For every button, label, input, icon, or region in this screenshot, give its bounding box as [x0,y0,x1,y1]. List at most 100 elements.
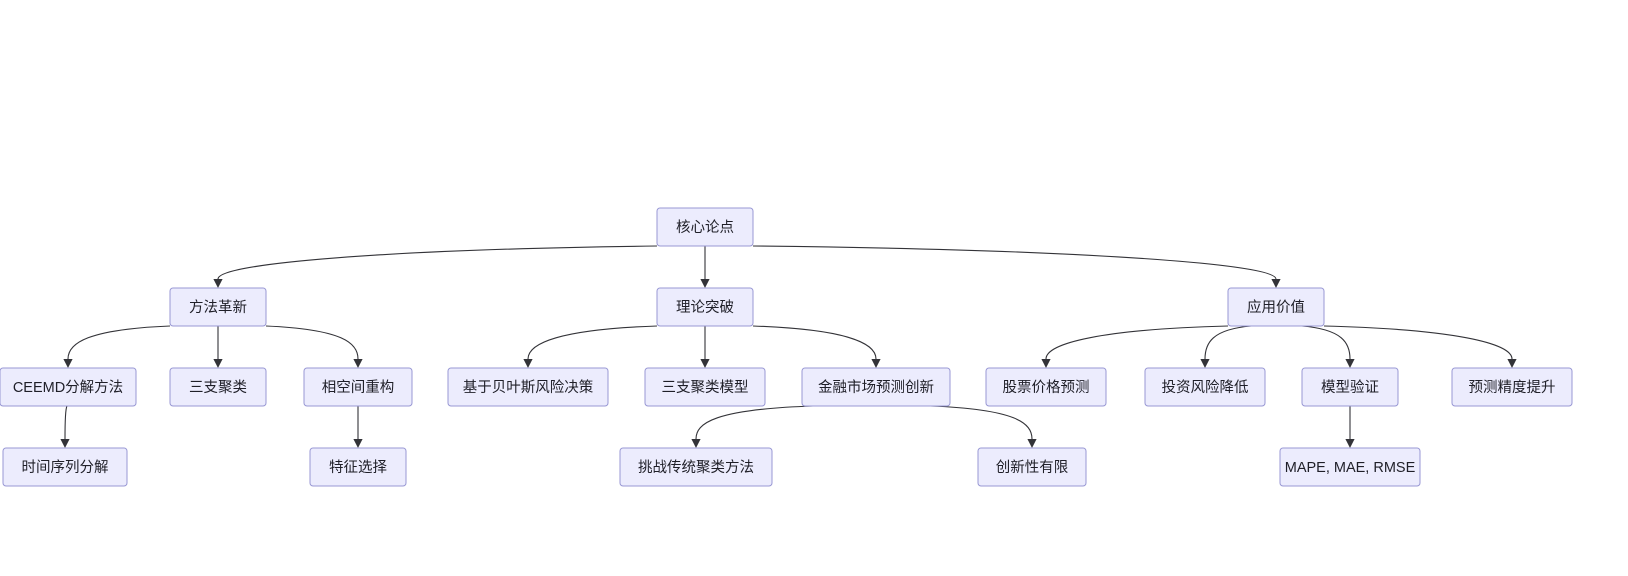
node-challenge[interactable]: 挑战传统聚类方法 [619,447,773,487]
edges-layer [60,245,1517,448]
edge-finance-to-limited [930,405,1037,448]
edge-arrowhead [1507,359,1517,368]
node-box[interactable] [0,367,137,407]
edge-arrowhead [353,359,363,368]
node-box[interactable] [1227,287,1325,327]
edge-line [1045,325,1229,360]
edge-arrowhead [691,439,701,448]
edge-line [527,325,658,360]
node-validate[interactable]: 模型验证 [1301,367,1399,407]
node-stock[interactable]: 股票价格预测 [985,367,1107,407]
node-ceemd[interactable]: CEEMD分解方法 [0,367,137,407]
edge-root-to-theory [700,246,710,288]
edge-ceemd-to-tsdecomp [60,405,70,448]
node-label: 特征选择 [329,459,387,476]
node-label: 相空间重构 [322,379,395,396]
edge-value-to-risk [1200,325,1252,368]
node-box[interactable] [1279,447,1421,487]
node-method[interactable]: 方法革新 [169,287,267,327]
node-metrics[interactable]: MAPE, MAE, RMSE [1279,447,1421,487]
edge-line [695,405,814,440]
node-box[interactable] [1301,367,1399,407]
edge-line [64,405,68,440]
node-value[interactable]: 应用价值 [1227,287,1325,327]
edge-arrowhead [1027,439,1037,448]
edge-arrowhead [871,359,881,368]
edge-line [752,325,877,360]
edge-line [752,245,1277,280]
edge-line [67,325,171,360]
node-label: 理论突破 [676,299,734,316]
node-label: 核心论点 [676,219,734,236]
node-box[interactable] [977,447,1087,487]
node-phase[interactable]: 相空间重构 [303,367,413,407]
node-accuracy[interactable]: 预测精度提升 [1451,367,1573,407]
node-box[interactable] [303,367,413,407]
node-finance[interactable]: 金融市场预测创新 [801,367,951,407]
edge-validate-to-metrics [1345,406,1355,448]
node-twmodel[interactable]: 三支聚类模型 [644,367,766,407]
edge-arrowhead [213,279,223,288]
edge-line [1204,325,1252,360]
edge-theory-to-finance [752,325,881,368]
node-box[interactable] [656,287,754,327]
edge-line [265,325,359,360]
node-label: 时间序列分解 [22,459,109,476]
node-label: 创新性有限 [996,459,1069,476]
edge-theory-to-bayes [523,325,658,368]
node-root[interactable]: 核心论点 [656,207,754,247]
node-threeway[interactable]: 三支聚类 [169,367,267,407]
node-limited[interactable]: 创新性有限 [977,447,1087,487]
edge-arrowhead [213,359,223,368]
node-label: CEEMD分解方法 [13,379,123,396]
node-tsdecomp[interactable]: 时间序列分解 [2,447,128,487]
node-label: 金融市场预测创新 [818,379,934,396]
edge-arrowhead [63,359,73,368]
node-box[interactable] [169,287,267,327]
edge-line [930,405,1033,440]
node-box[interactable] [309,447,407,487]
node-box[interactable] [447,367,609,407]
node-label: 股票价格预测 [1003,379,1090,396]
edge-value-to-stock [1041,325,1229,368]
node-label: 模型验证 [1321,379,1379,396]
node-box[interactable] [801,367,951,407]
node-label: 预测精度提升 [1469,379,1556,396]
edge-arrowhead [1271,279,1281,288]
node-box[interactable] [656,207,754,247]
node-risk[interactable]: 投资风险降低 [1144,367,1266,407]
edge-arrowhead [1345,439,1355,448]
edge-arrowhead [700,279,710,288]
node-box[interactable] [644,367,766,407]
edge-arrowhead [60,439,70,448]
node-box[interactable] [1451,367,1573,407]
edge-arrowhead [700,359,710,368]
node-label: 挑战传统聚类方法 [638,459,754,476]
edge-arrowhead [353,439,363,448]
node-label: MAPE, MAE, RMSE [1285,460,1416,476]
edge-line [217,245,658,280]
node-box[interactable] [169,367,267,407]
edge-arrowhead [1200,359,1210,368]
node-box[interactable] [2,447,128,487]
edge-arrowhead [523,359,533,368]
node-box[interactable] [619,447,773,487]
node-feature[interactable]: 特征选择 [309,447,407,487]
node-box[interactable] [1144,367,1266,407]
node-label: 投资风险降低 [1162,379,1249,396]
edge-method-to-phase [265,325,363,368]
edge-root-to-value [752,245,1281,288]
edge-arrowhead [1345,359,1355,368]
edge-method-to-ceemd [63,325,171,368]
edge-value-to-validate [1301,325,1355,368]
edge-phase-to-feature [353,406,363,448]
node-label: 三支聚类 [189,379,247,396]
node-bayes[interactable]: 基于贝叶斯风险决策 [447,367,609,407]
edge-line [1323,325,1513,360]
edge-method-to-threeway [213,326,223,368]
node-theory[interactable]: 理论突破 [656,287,754,327]
node-box[interactable] [985,367,1107,407]
